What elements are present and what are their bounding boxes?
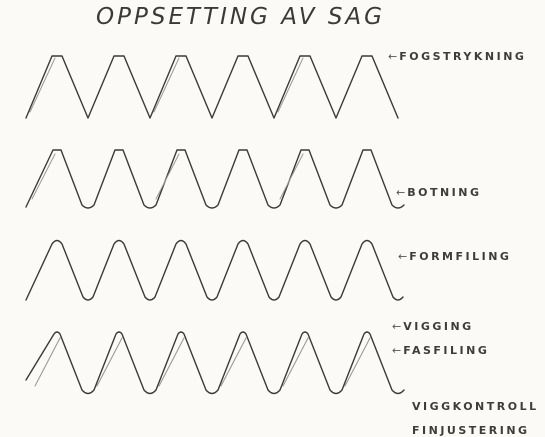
teeth-row-botning: [25, 149, 405, 209]
teeth-row-vigging: [25, 331, 405, 395]
label-viggkontroll: VIGGKONTROLL: [412, 400, 539, 413]
teeth-row-formfiling: [25, 239, 404, 301]
teeth-row-botning-shade: [31, 153, 304, 200]
teeth-row-fogstrykning: [25, 55, 399, 119]
label-vigging: ←VIGGING: [392, 320, 474, 333]
label-fasfiling: ←FASFILING: [392, 344, 490, 357]
teeth-row-fogstrykning-shade: [29, 57, 304, 113]
label-botning: ←BOTNING: [396, 186, 482, 199]
label-fogstrykning: ←FOGSTRYKNING: [388, 50, 527, 63]
teeth-row-fasfiling: [34, 337, 371, 387]
label-formfiling: ←FORMFILING: [398, 250, 512, 263]
diagram-title: OPPSETTING AV SAG: [96, 4, 385, 30]
label-finjustering: FINJUSTERING: [412, 424, 530, 437]
